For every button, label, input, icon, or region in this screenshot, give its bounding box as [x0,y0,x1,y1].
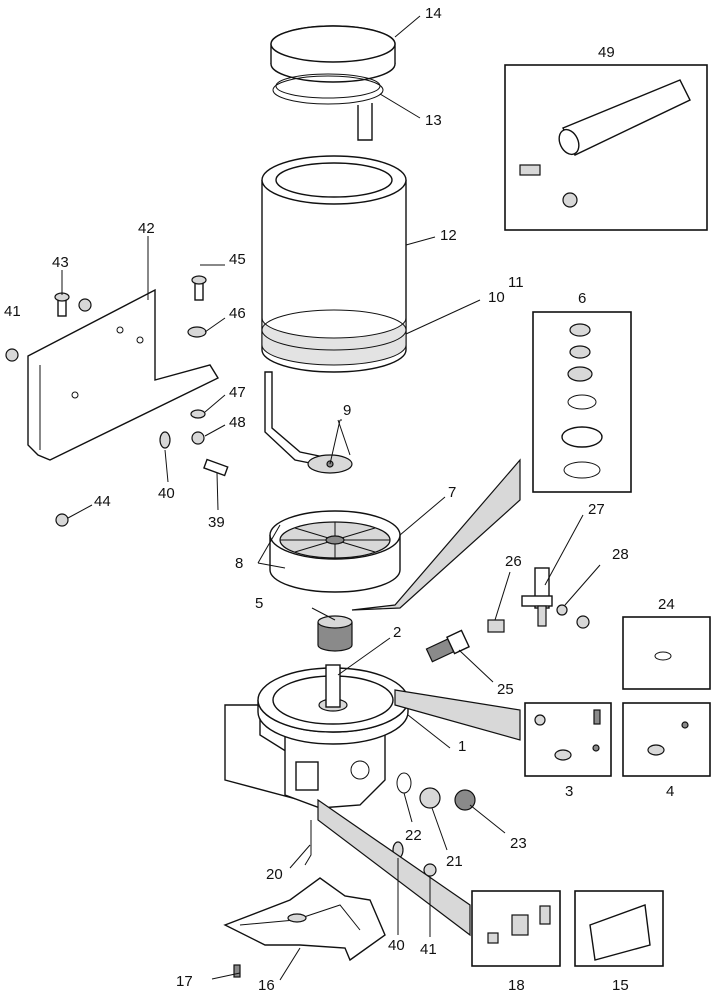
inset-box-6 [532,311,632,493]
part-1-pump-body[interactable] [224,664,409,809]
label-5: 5 [255,595,263,612]
leader-ribbon-upper [351,458,521,611]
grease-nipple[interactable] [519,164,541,176]
label-28: 28 [612,546,629,563]
label-25: 25 [497,681,514,698]
part-42-bracket[interactable] [27,288,220,461]
label-23: 23 [510,835,527,852]
part-14-cap[interactable] [270,25,396,83]
fastener-48-nut[interactable] [191,431,205,445]
label-14: 14 [425,5,442,22]
fastener-39-screw[interactable] [203,458,229,477]
inset-box-49 [504,64,708,231]
label-49: 49 [598,44,615,61]
label-6: 6 [578,290,586,307]
label-47: 47 [229,384,246,401]
label-45: 45 [229,251,246,268]
label-9: 9 [343,402,351,419]
fastener-44-nut[interactable] [55,513,69,527]
callout-labels: 14 13 49 12 11 10 6 42 43 45 41 46 9 47 … [4,5,675,994]
inset-box-4 [622,702,711,777]
part-28-nut[interactable] [576,615,590,629]
label-21: 21 [446,853,463,870]
label-48: 48 [229,414,246,431]
part-27-tee-fitting[interactable] [521,567,553,627]
part-21-plug[interactable] [419,787,441,809]
label-39: 39 [208,514,225,531]
fastener-41-nut[interactable] [5,348,19,362]
label-22: 22 [405,827,422,844]
label-42: 42 [138,220,155,237]
label-2: 2 [393,624,401,641]
label-46: 46 [229,305,246,322]
inset-box-24 [622,616,711,690]
fastener-17-screw[interactable] [233,964,241,978]
part-7-filter[interactable] [269,510,401,593]
label-16: 16 [258,977,275,994]
label-12: 12 [440,227,457,244]
label-10: 10 [488,289,505,306]
inset-box-3 [524,702,612,777]
label-43: 43 [52,254,69,271]
fastener-45-bolt[interactable] [191,275,207,301]
label-15: 15 [612,977,629,994]
label-17: 17 [176,973,193,990]
label-20: 20 [266,866,283,883]
label-13: 13 [425,112,442,129]
label-18: 18 [508,977,525,994]
grease-nut[interactable] [562,192,578,208]
part-16-base-plate[interactable] [223,877,386,962]
label-26: 26 [505,553,522,570]
part-9-follower[interactable] [264,371,353,474]
fastener-46-washer[interactable] [187,326,207,338]
grease-cartridge[interactable] [555,79,691,158]
part-28-plug[interactable] [556,604,568,616]
part-25-pump-element[interactable] [425,629,470,663]
part-5-bushing[interactable] [317,615,353,652]
fastener-47-washer[interactable] [190,409,206,419]
label-41b: 41 [420,941,437,958]
label-40b: 40 [388,937,405,954]
part-22-oring[interactable] [396,772,412,794]
label-7: 7 [448,484,456,501]
label-4: 4 [666,783,674,800]
label-27: 27 [588,501,605,518]
label-3: 3 [565,783,573,800]
label-1: 1 [458,738,466,755]
fastener-40-washer[interactable] [159,431,171,449]
inset-box-18 [471,890,561,967]
fastener-nut-43b[interactable] [78,298,92,312]
part-20-pipe[interactable] [304,820,312,866]
leader-lines [61,15,601,981]
leader-ribbon-lower [317,798,471,937]
label-24: 24 [658,596,675,613]
label-41a: 41 [4,303,21,320]
label-40a: 40 [158,485,175,502]
part-12-reservoir[interactable] [261,155,407,373]
part-26-fitting[interactable] [487,619,505,633]
label-11: 11 [508,274,524,291]
leader-ribbon-mid [394,689,521,741]
label-8: 8 [235,555,243,572]
label-44: 44 [94,493,111,510]
part-13-ring[interactable] [272,73,384,141]
inset-box-15 [574,890,664,967]
fastener-43-bolt[interactable] [54,292,70,317]
